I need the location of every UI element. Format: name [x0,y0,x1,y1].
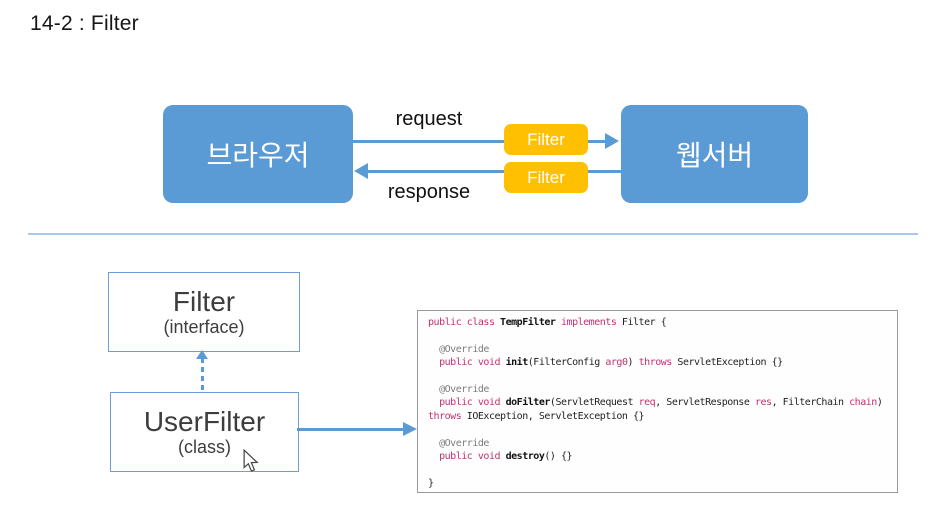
class-to-code-arrowhead-icon [403,422,417,436]
code-lines: public class TempFilter implements Filte… [428,317,883,489]
userfilter-class-box: UserFilter (class) [110,392,299,472]
page-title: 14-2 : Filter [30,12,139,35]
implements-dashed-line [201,358,204,392]
response-filter-chip: Filter [504,162,588,193]
mouse-cursor-icon [243,449,259,472]
section-divider [28,233,918,235]
filter-interface-box: Filter (interface) [108,272,300,352]
class-name: UserFilter [143,406,266,437]
interface-name: Filter [172,286,236,317]
class-to-code-line [297,428,403,431]
interface-stereotype: (interface) [163,317,245,337]
request-label: request [395,108,463,130]
class-stereotype: (class) [178,437,231,457]
code-block: public class TempFilter implements Filte… [417,310,898,493]
webserver-node-label: 웹서버 [675,140,754,171]
response-filter-chip-label: Filter [527,167,565,187]
request-arrowhead-icon [605,133,619,149]
response-arrow-line [368,170,622,173]
browser-node-label: 브라우저 [206,140,310,171]
implements-arrowhead-icon [196,350,208,359]
response-arrowhead-icon [354,163,368,179]
webserver-node: 웹서버 [621,105,808,203]
request-arrow-line [353,140,606,143]
browser-node: 브라우저 [163,105,353,203]
request-filter-chip-label: Filter [527,129,565,149]
response-label: response [387,181,471,203]
request-filter-chip: Filter [504,124,588,155]
